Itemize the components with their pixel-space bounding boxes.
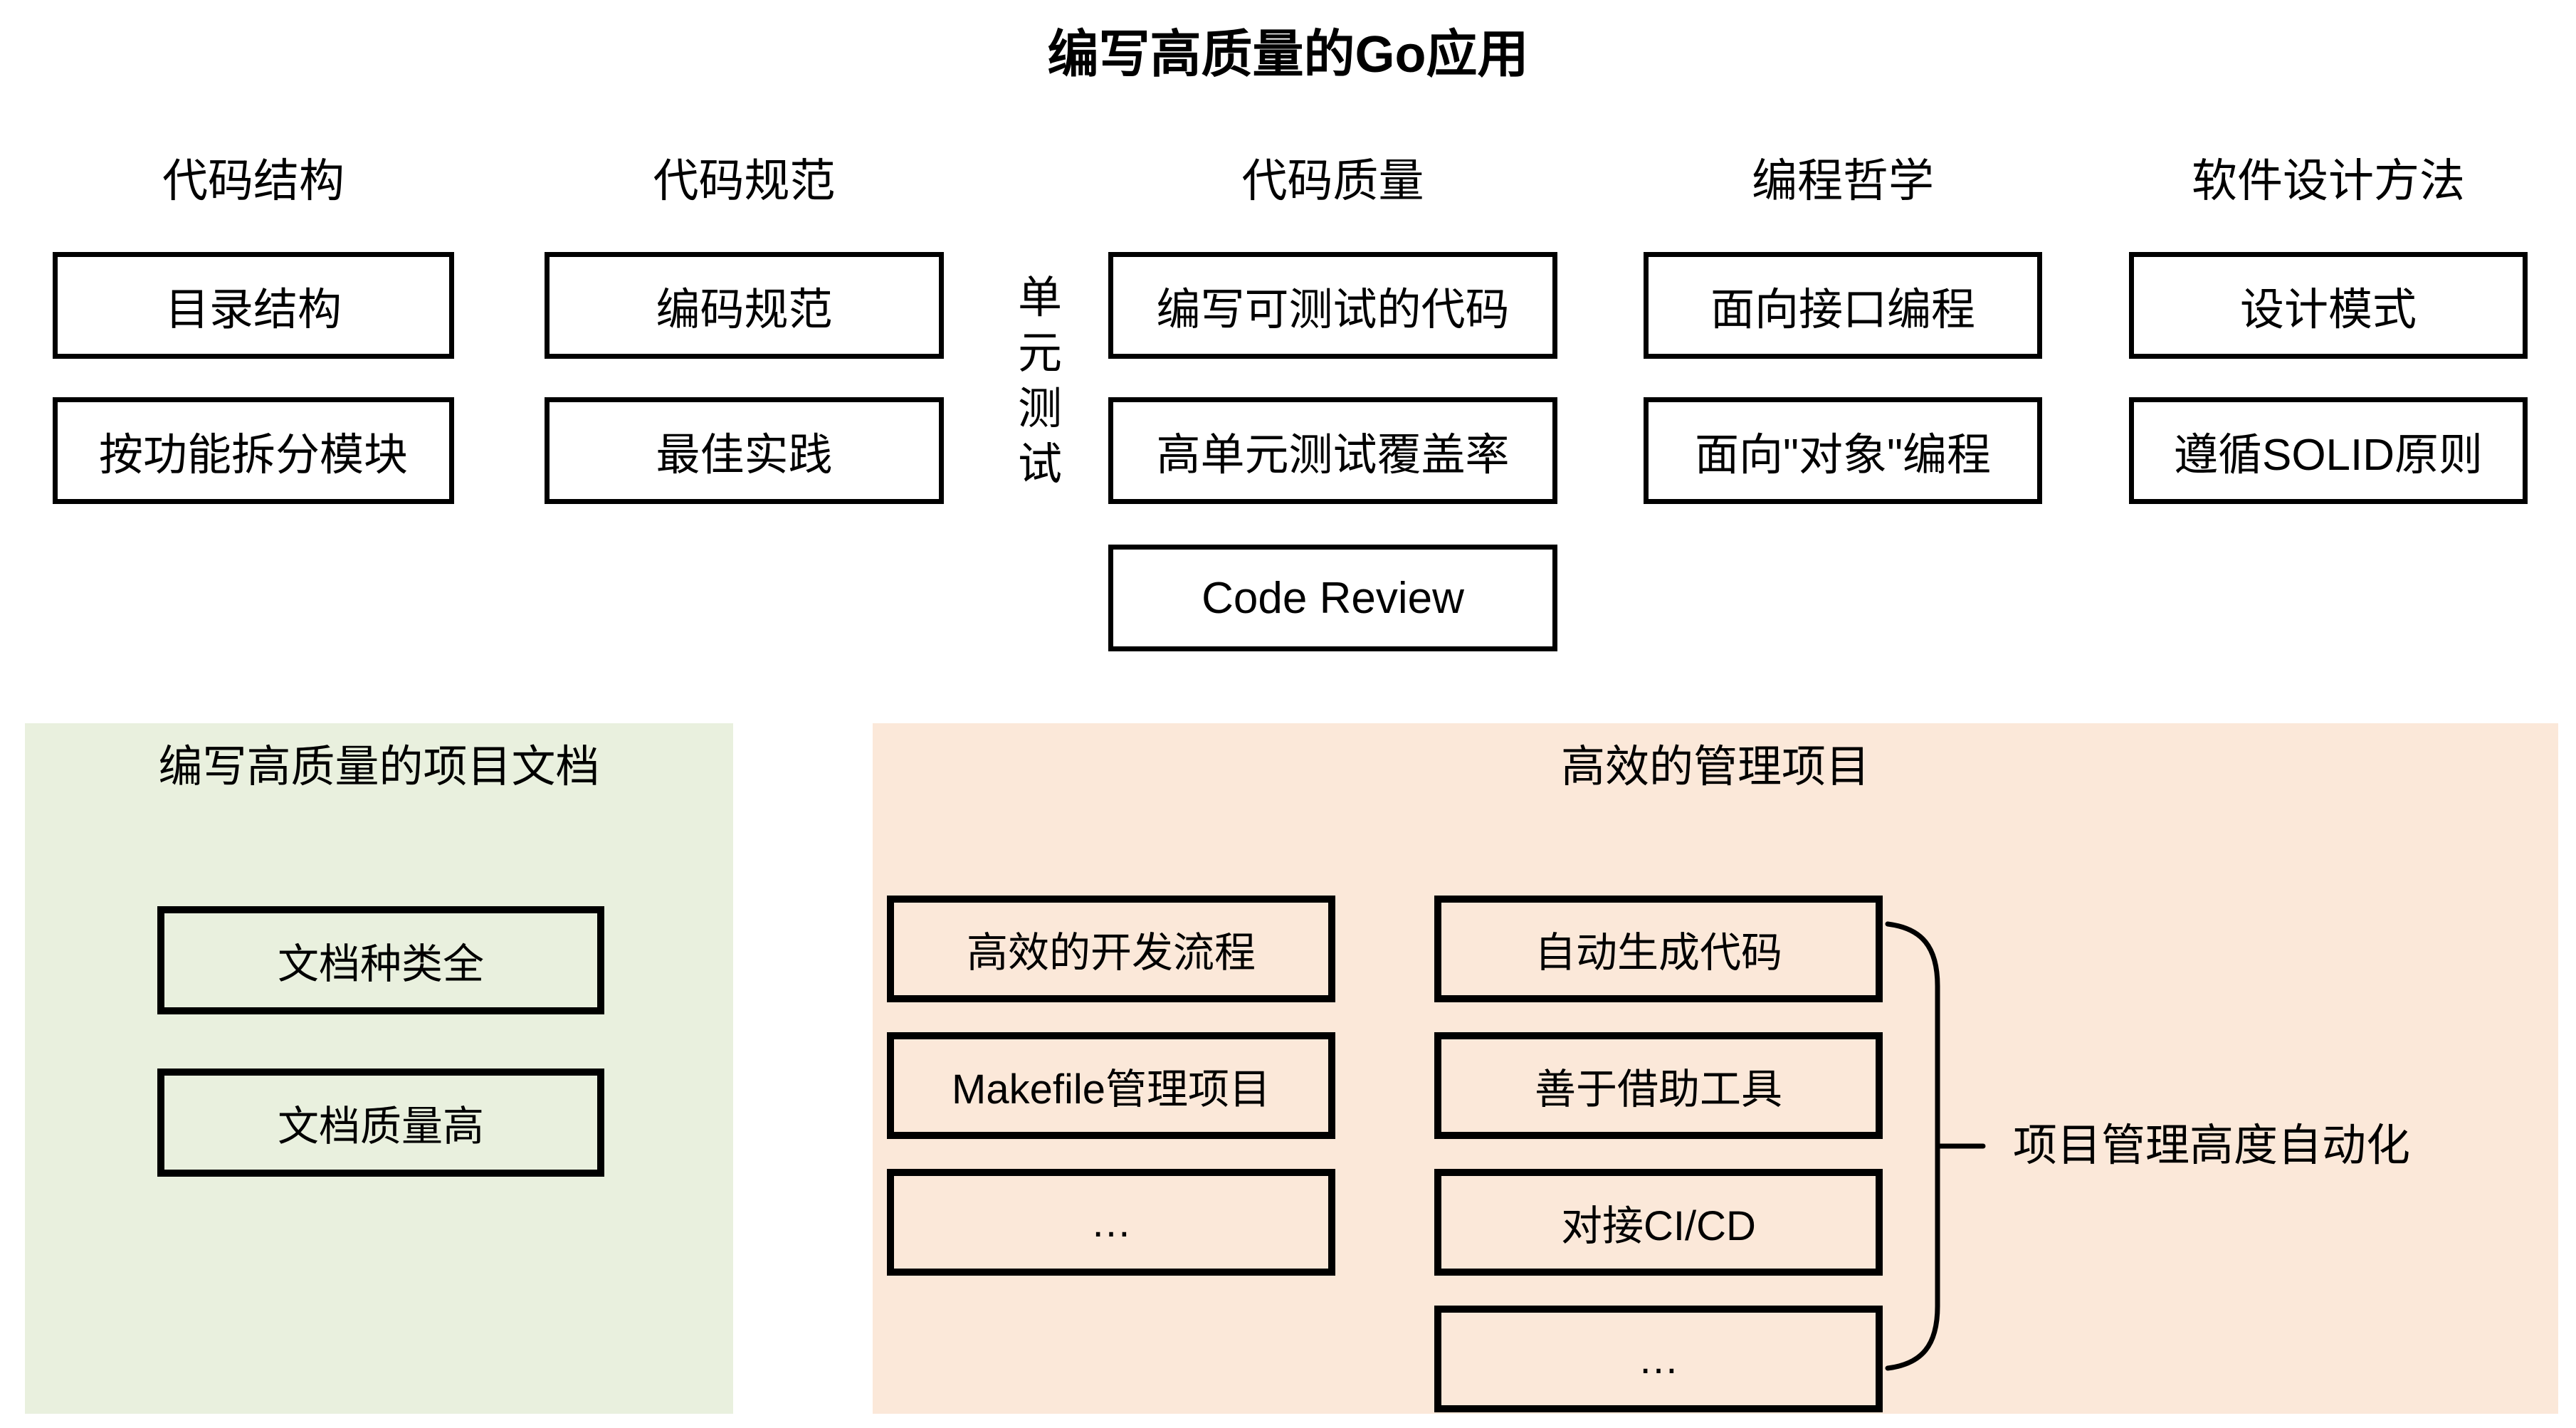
unit-test-vertical-label: 单元测试 [1017, 273, 1062, 489]
box-object-oriented: 面向"对象"编程 [1644, 397, 2042, 504]
manage-box-dev-workflow: 高效的开发流程 [887, 896, 1335, 1002]
manage-box-tools: 善于借助工具 [1434, 1032, 1883, 1139]
brace-icon [1885, 921, 1986, 1371]
manage-box-more-right: … [1434, 1306, 1883, 1412]
doc-box-doc-quality: 文档质量高 [157, 1069, 604, 1177]
box-testable-code: 编写可测试的代码 [1108, 252, 1557, 359]
box-code-review: Code Review [1108, 545, 1557, 651]
column-header-code-quality: 代码质量 [1241, 155, 1424, 206]
automation-label: 项目管理高度自动化 [2013, 1121, 2411, 1170]
box-split-modules-by-function: 按功能拆分模块 [53, 397, 454, 504]
doc-panel: 编写高质量的项目文档 文档种类全 文档质量高 [25, 723, 733, 1414]
box-directory-structure: 目录结构 [53, 252, 454, 359]
manage-box-more-left: … [887, 1169, 1335, 1276]
box-coding-standards: 编码规范 [545, 252, 944, 359]
manage-panel-title: 高效的管理项目 [1560, 742, 1870, 792]
manage-box-codegen: 自动生成代码 [1434, 896, 1883, 1002]
box-interface-oriented: 面向接口编程 [1644, 252, 2042, 359]
box-unit-test-coverage: 高单元测试覆盖率 [1108, 397, 1557, 504]
column-header-code-standards: 代码规范 [653, 155, 836, 206]
column-header-design-methods: 软件设计方法 [2192, 155, 2465, 206]
manage-box-cicd: 对接CI/CD [1434, 1169, 1883, 1276]
box-best-practices: 最佳实践 [545, 397, 944, 504]
manage-box-makefile: Makefile管理项目 [887, 1032, 1335, 1139]
box-solid-principles: 遵循SOLID原则 [2129, 397, 2528, 504]
manage-panel: 高效的管理项目 高效的开发流程 Makefile管理项目 … 自动生成代码 善于… [873, 723, 2558, 1414]
page-title: 编写高质量的Go应用 [1047, 26, 1529, 83]
column-header-philosophy: 编程哲学 [1752, 155, 1934, 206]
doc-box-doc-types: 文档种类全 [157, 906, 604, 1014]
doc-panel-title: 编写高质量的项目文档 [158, 742, 600, 792]
box-design-patterns: 设计模式 [2129, 252, 2528, 359]
column-header-code-structure: 代码结构 [162, 155, 345, 206]
